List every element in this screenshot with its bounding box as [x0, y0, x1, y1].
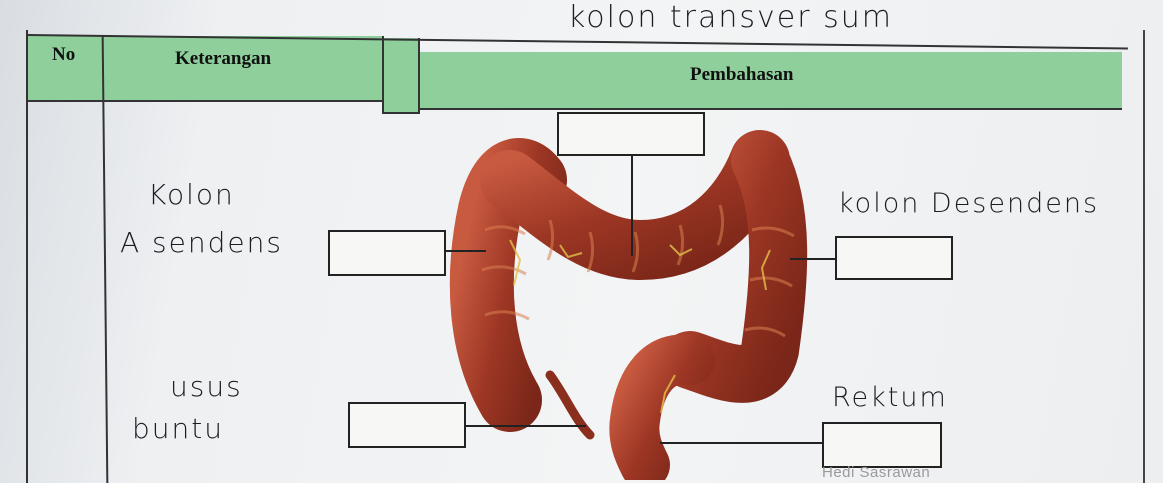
column-divider-3 — [418, 38, 420, 114]
label-box-transverse — [557, 112, 705, 156]
leader-line-rectum — [660, 442, 822, 444]
leader-line-ascending — [446, 250, 486, 252]
header-cell-blank — [384, 38, 418, 114]
leader-line-appendix — [466, 425, 586, 427]
header-no-text: No — [52, 44, 75, 66]
leader-line-descending — [790, 258, 835, 260]
label-box-rectum — [822, 422, 942, 468]
label-box-ascending — [328, 230, 446, 276]
leader-line-transverse — [631, 156, 633, 256]
handwritten-transverse: kolon transver sum — [568, 0, 893, 35]
handwritten-appendix-line1: usus — [170, 370, 243, 403]
handwritten-rectum: Rektum — [832, 382, 948, 413]
header-keterangan-text: Keterangan — [175, 48, 271, 70]
label-box-descending — [835, 236, 953, 280]
handwritten-ascending-line1: Kolon — [148, 178, 235, 211]
label-box-appendix — [348, 402, 466, 448]
handwritten-ascending-line2: A sendens — [120, 226, 283, 259]
watermark-text: Hedi Sasrawan — [822, 464, 930, 481]
column-divider-2 — [382, 36, 384, 114]
handwritten-descending: kolon Desendens — [838, 188, 1099, 219]
header-pembahasan-text: Pembahasan — [690, 64, 793, 86]
handwritten-appendix-line2: buntu — [132, 412, 224, 445]
